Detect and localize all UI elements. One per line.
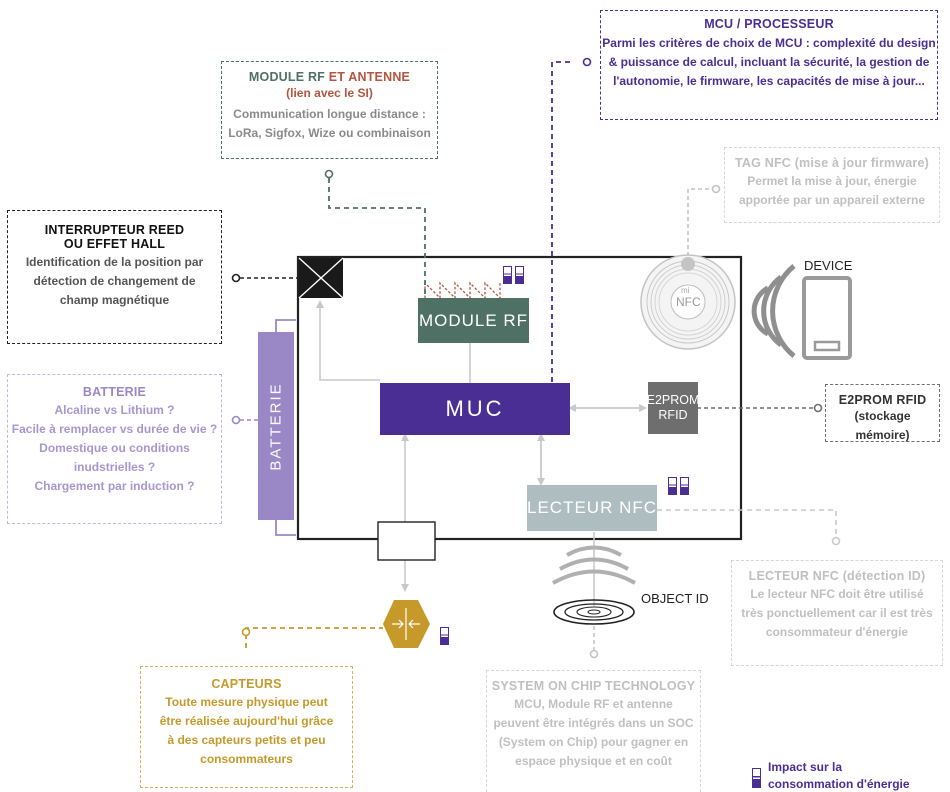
- callout-rf-title-b: ET ANTENNE: [325, 70, 411, 84]
- callout-capteurs-line: consommateurs: [200, 752, 293, 766]
- nfc-signal-waves: [552, 545, 636, 585]
- callout-reed-title: OU EFFET HALL: [63, 237, 166, 251]
- callout-soc-line: (System on Chip) pour gagner en: [498, 735, 689, 749]
- callout-mcu-line: & puissance de calcul, incluant la sécur…: [608, 55, 930, 69]
- callout-rf-title-a: MODULE RF: [248, 70, 326, 84]
- battery-label: BATTERIE: [267, 381, 285, 471]
- callout-batterie-line: inudstrielles ?: [73, 460, 156, 474]
- callout-lecteur-line: Le lecteur NFC doit être utilisé: [750, 587, 924, 601]
- battery-icon-rf-1: [503, 266, 512, 284]
- callout-reed-title: INTERRUPTEUR REED: [44, 223, 185, 237]
- battery-icon-sensor: [440, 627, 449, 645]
- callout-soc-line: peuvent être intégrés dans un SOC: [493, 716, 694, 730]
- nfc-tag-brand: mi: [681, 286, 690, 295]
- callout-lecteur-nfc: LECTEUR NFC (détection ID) Le lecteur NF…: [731, 560, 943, 666]
- battery-icon-rf-2: [515, 266, 524, 284]
- smartphone-icon: [802, 276, 852, 360]
- callout-batterie-line: Alcaline vs Lithium ?: [54, 403, 175, 417]
- callout-capteurs: CAPTEURS Toute mesure physique peut être…: [140, 666, 353, 788]
- rfid-label: RFID: [658, 408, 688, 422]
- sensor-connector: [377, 521, 436, 561]
- callout-e2prom-title: E2PROM RFID: [838, 393, 927, 407]
- callout-capteurs-line: à des capteurs petits et peu: [167, 733, 326, 747]
- sensor-hexagon-icon: [383, 600, 430, 648]
- callout-reed-line: détection de changement de: [33, 274, 196, 288]
- callout-tag-line: Permet la mise à jour, énergie: [747, 174, 917, 188]
- callout-mcu: MCU / PROCESSEUR Parmi les critères de c…: [600, 10, 938, 120]
- object-id-disk: [553, 599, 635, 625]
- wireless-waves-icon: [751, 264, 796, 358]
- callout-reed-line: champ magnétique: [59, 293, 170, 307]
- callout-lecteur-title: LECTEUR NFC (détection ID): [748, 569, 926, 583]
- callout-rf-line: LoRa, Sigfox, Wize ou combinaison: [228, 126, 431, 140]
- module-rf-block: MODULE RF: [418, 298, 529, 343]
- callout-lecteur-line: très ponctuellement car il est très: [741, 606, 933, 620]
- callout-soc-line: espace physique et en coût: [515, 754, 672, 768]
- callout-capteurs-line: Toute mesure physique peut: [165, 695, 328, 709]
- battery-icon-nfc-1: [668, 477, 677, 495]
- callout-batterie-line: Domestique ou conditions: [39, 441, 190, 455]
- callout-batterie: BATTERIE Alcaline vs Lithium ? Facile à …: [7, 374, 222, 524]
- callout-capteurs-line: être réalisée aujourd'hui grâce: [159, 714, 334, 728]
- e2prom-rfid-block: E2PROM RFID: [646, 382, 700, 434]
- callout-mcu-line: l'autonomie, le firmware, les capacités …: [613, 74, 925, 88]
- device-label: DEVICE: [804, 258, 853, 273]
- callout-batterie-line: Facile à remplacer vs durée de vie ?: [11, 422, 218, 436]
- battery-icon: [752, 768, 761, 788]
- legend: Impact sur la consommation d'énergie: [748, 758, 948, 792]
- legend-line-2: consommation d'énergie: [768, 777, 910, 791]
- callout-e2prom: E2PROM RFID (stockage mémoire): [825, 384, 940, 442]
- callout-reed: INTERRUPTEUR REED OU EFFET HALL Identifi…: [7, 210, 222, 344]
- lecteur-nfc-block: LECTEUR NFC: [527, 485, 657, 531]
- callout-rf-line: Communication longue distance :: [233, 107, 426, 121]
- lecteur-nfc-label: LECTEUR NFC: [527, 498, 658, 517]
- nfc-tag-text: NFC: [676, 295, 701, 309]
- callout-capteurs-title: CAPTEURS: [211, 677, 282, 691]
- muc-label: MUC: [445, 396, 505, 421]
- legend-line-1: Impact sur la: [768, 760, 843, 774]
- rf-antenna-zigzag: [424, 281, 501, 300]
- module-rf-label: MODULE RF: [418, 310, 529, 330]
- nfc-tag-coil: [640, 254, 736, 350]
- callout-batterie-title: BATTERIE: [82, 385, 147, 399]
- reed-switch-symbol: [298, 257, 344, 299]
- callout-mcu-title: MCU / PROCESSEUR: [704, 17, 834, 31]
- callout-e2prom-subtitle: (stockage mémoire): [854, 409, 911, 442]
- callout-reed-line: Identification de la position par: [25, 255, 204, 269]
- object-id-label: OBJECT ID: [641, 591, 709, 606]
- device-board: [296, 255, 743, 541]
- muc-block: MUC: [380, 383, 570, 435]
- battery-icon-nfc-2: [680, 477, 689, 495]
- callout-mcu-line: Parmi les critères de choix de MCU : com…: [602, 36, 936, 50]
- callout-tag-line: apportée par un appareil externe: [738, 193, 926, 207]
- callout-tag-nfc: TAG NFC (mise à jour firmware) Permet la…: [724, 147, 940, 223]
- callout-soc: SYSTEM ON CHIP TECHNOLOGY MCU, Module RF…: [486, 670, 701, 792]
- callout-tag-title: TAG NFC (mise à jour firmware): [735, 156, 929, 170]
- e2prom-label: E2PROM: [646, 393, 700, 407]
- callout-soc-line: MCU, Module RF et antenne: [514, 697, 673, 711]
- battery-block: BATTERIE: [258, 332, 294, 520]
- callout-module-rf: MODULE RF ET ANTENNE (lien avec le SI) C…: [221, 61, 438, 159]
- callout-batterie-line: Chargement par induction ?: [34, 479, 195, 493]
- callout-rf-subtitle: (lien avec le SI): [286, 86, 373, 100]
- callout-soc-title: SYSTEM ON CHIP TECHNOLOGY: [491, 679, 696, 693]
- callout-lecteur-line: consommateur d'énergie: [765, 625, 909, 639]
